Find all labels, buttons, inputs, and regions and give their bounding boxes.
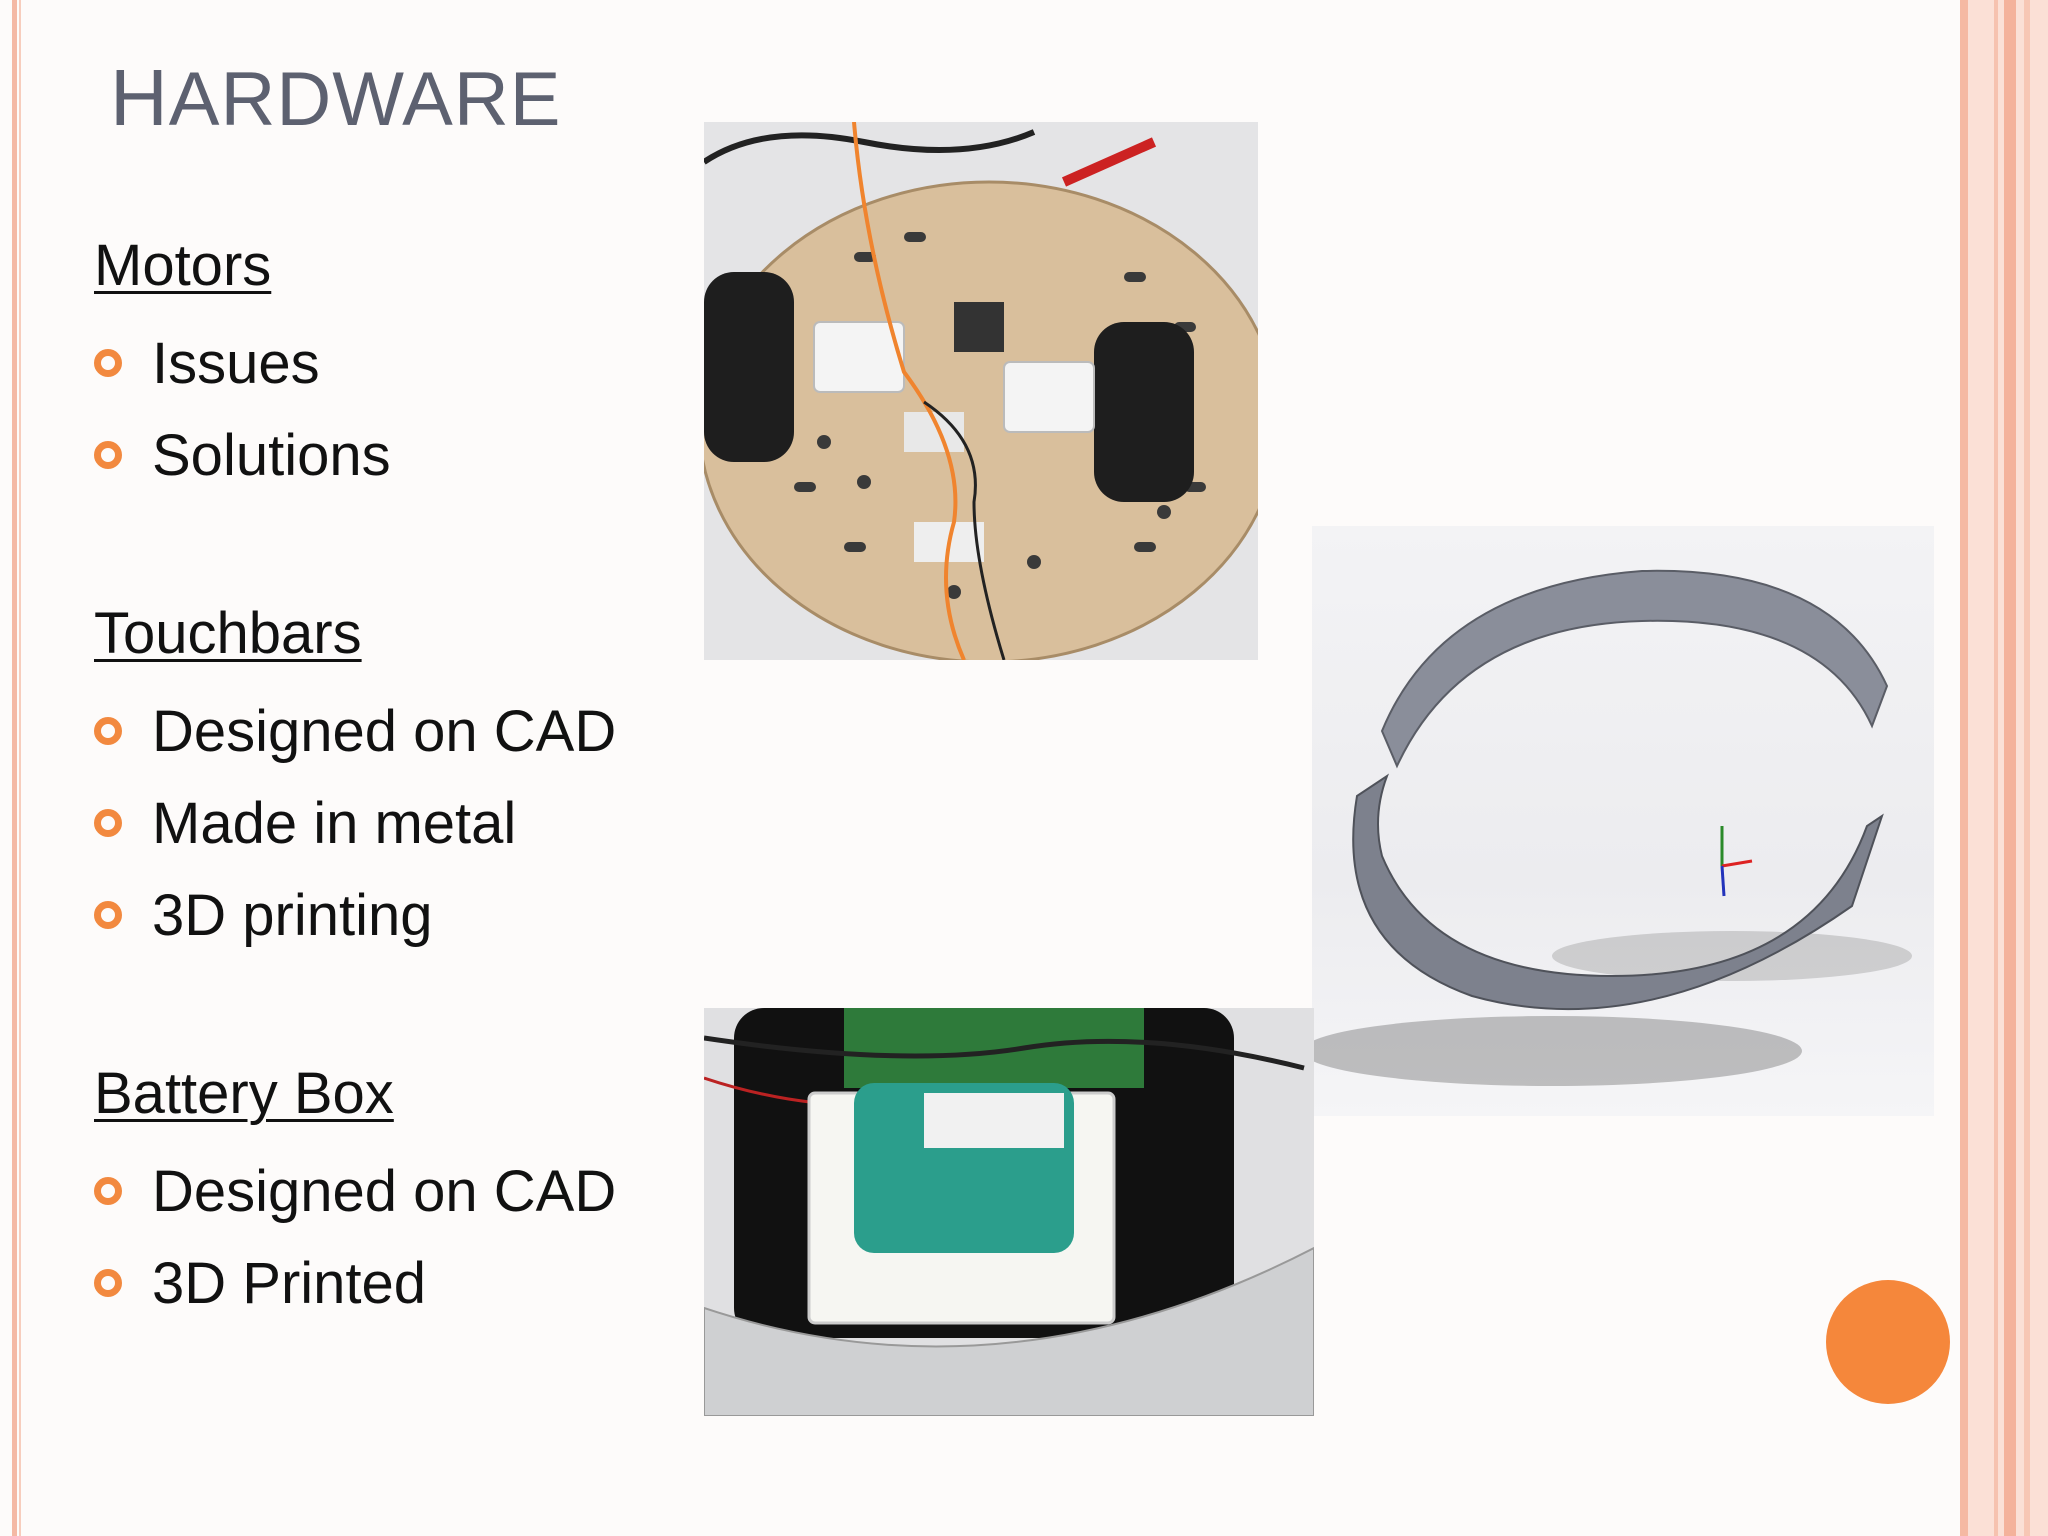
bullet-text: 3D printing	[152, 882, 433, 948]
list-item: Made in metal	[94, 788, 516, 858]
bullet-icon	[94, 349, 122, 377]
battery-box-photo	[704, 1008, 1314, 1416]
list-item: Solutions	[94, 420, 391, 490]
right-border-stripe	[1960, 0, 1968, 1536]
right-border-stripe	[2024, 0, 2030, 1536]
right-border-stripe	[2004, 0, 2016, 1536]
slide-title-initial: H	[110, 53, 169, 142]
bullet-icon	[94, 1269, 122, 1297]
bullet-text: Solutions	[152, 422, 391, 488]
slide-title-rest: ARDWARE	[168, 57, 562, 142]
slide-title: HARDWARE	[110, 52, 561, 144]
list-item: 3D Printed	[94, 1248, 426, 1318]
bullet-text: Made in metal	[152, 790, 517, 856]
bullet-icon	[94, 1177, 122, 1205]
list-item: Designed on CAD	[94, 696, 616, 766]
bullet-icon	[94, 441, 122, 469]
right-border-stripe	[1994, 0, 1998, 1536]
list-item: 3D printing	[94, 880, 432, 950]
section-heading-battery-box: Battery Box	[94, 1061, 394, 1126]
bullet-text: Designed on CAD	[152, 698, 617, 764]
touchbar-cad-render	[1312, 526, 1934, 1116]
bullet-text: Designed on CAD	[152, 1158, 617, 1224]
decorative-accent-circle	[1826, 1280, 1950, 1404]
bullet-text: 3D Printed	[152, 1250, 427, 1316]
bullet-icon	[94, 809, 122, 837]
motor-chassis-photo	[704, 122, 1258, 660]
left-border-stripe	[12, 0, 17, 1536]
section-heading-touchbars: Touchbars	[94, 601, 362, 666]
section-heading-motors: Motors	[94, 233, 272, 298]
bullet-text: Issues	[152, 330, 320, 396]
left-border-stripe-inner	[19, 0, 21, 1536]
bullet-icon	[94, 901, 122, 929]
list-item: Issues	[94, 328, 320, 398]
list-item: Designed on CAD	[94, 1156, 616, 1226]
bullet-icon	[94, 717, 122, 745]
